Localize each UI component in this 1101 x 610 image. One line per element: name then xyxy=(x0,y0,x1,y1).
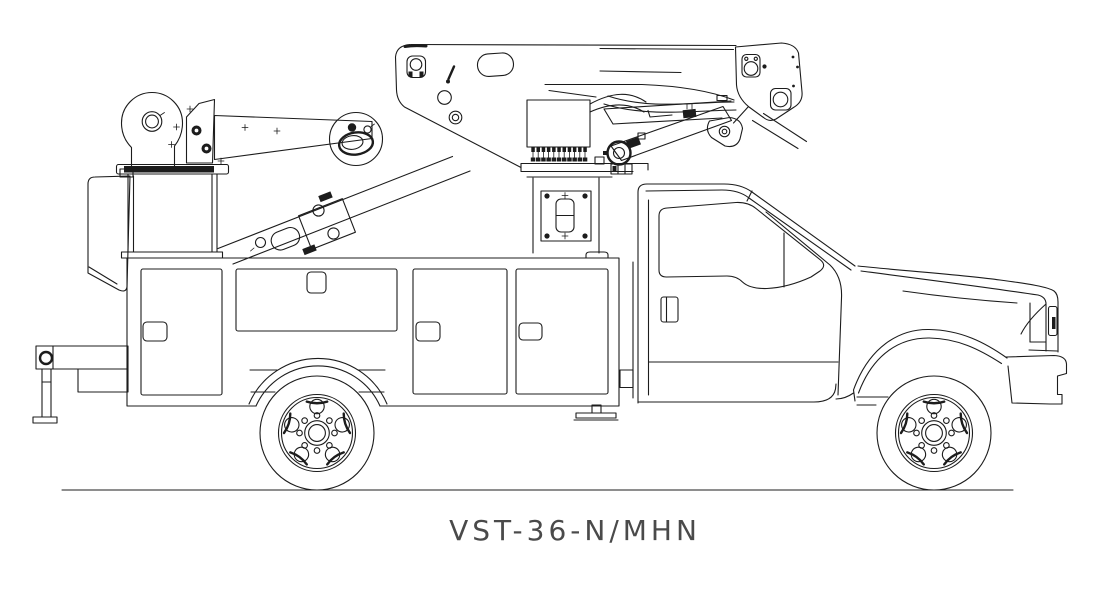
door-handle xyxy=(142,321,168,342)
headlight xyxy=(1047,305,1058,337)
beam-tick xyxy=(716,94,728,102)
frame-bracket xyxy=(619,369,634,389)
hood-crease xyxy=(902,290,1018,304)
outrigger-bracket xyxy=(35,345,129,370)
beam-slot xyxy=(476,52,515,78)
drip-rail xyxy=(645,189,852,271)
hood-fender-line xyxy=(860,270,1047,352)
winch-plate xyxy=(120,92,184,168)
boom-slot xyxy=(270,226,301,251)
center-mark xyxy=(561,192,569,240)
upper-boom xyxy=(394,42,803,169)
lower-boom xyxy=(603,95,808,162)
door-handle xyxy=(306,271,327,294)
model-label: VST-36-N/MHN xyxy=(449,514,701,547)
jib-winch-assembly xyxy=(120,92,384,168)
fender-crease-curve xyxy=(1020,303,1047,335)
pillar-seam xyxy=(746,190,753,202)
fittings-comb xyxy=(530,147,588,162)
winch-sheave xyxy=(141,111,163,132)
pedestal-shelf xyxy=(520,162,649,178)
leveling-link xyxy=(706,116,744,148)
front-frame-lines xyxy=(856,396,889,406)
rear-wheel xyxy=(258,374,376,492)
boom-hose-runs xyxy=(603,95,737,113)
tip-boom xyxy=(217,155,471,265)
cab-door-handle xyxy=(660,296,679,323)
body-step xyxy=(573,404,619,421)
bucket-tab xyxy=(119,168,134,178)
hood-front-end xyxy=(857,265,1068,405)
lift-cylinder xyxy=(610,105,733,162)
door-handle xyxy=(415,321,441,342)
jib-bracket xyxy=(173,98,225,165)
flange xyxy=(115,163,230,175)
rear-fender-outer-arc xyxy=(248,357,388,405)
bucket-fold xyxy=(88,266,118,285)
platform-bucket xyxy=(87,168,134,292)
jib-tip-roller xyxy=(328,111,384,167)
hood-top-line xyxy=(857,265,1059,353)
valve-box xyxy=(526,99,591,148)
grille xyxy=(1028,302,1058,352)
boom-base-plate xyxy=(394,43,522,169)
shackle-hole xyxy=(406,55,427,79)
front-fender xyxy=(835,328,1008,406)
elbow-hoses xyxy=(732,105,808,150)
junction-box xyxy=(610,163,633,175)
lock-pin xyxy=(447,65,456,81)
front-wheel xyxy=(875,374,993,492)
door-window xyxy=(658,201,825,290)
pedestal-base-pad xyxy=(585,251,609,259)
outrigger-leg xyxy=(41,368,52,418)
hook xyxy=(337,131,375,156)
door-handle xyxy=(518,322,543,341)
body-outline xyxy=(126,257,620,407)
outrigger-lower-bracket xyxy=(77,368,129,393)
rear-fender-inner-arc xyxy=(255,365,381,407)
upper-boom-beam xyxy=(410,43,737,101)
compartment-door xyxy=(140,268,223,396)
column-base xyxy=(120,251,224,259)
front-fender-outer-arc xyxy=(852,328,1008,391)
valve-hoses xyxy=(589,93,647,113)
rocker-panel xyxy=(637,383,837,403)
access-plate xyxy=(540,190,592,242)
valve-bank xyxy=(526,93,647,166)
compartment-door xyxy=(412,268,508,395)
elbow-plate xyxy=(734,42,803,121)
center-mark xyxy=(168,141,175,148)
outrigger-foot xyxy=(32,416,58,424)
door-seam xyxy=(765,211,843,396)
compartment-door xyxy=(235,268,398,332)
rear-fender xyxy=(248,357,388,407)
rotator-column xyxy=(115,163,230,259)
outrigger-pin xyxy=(38,350,54,366)
service-body xyxy=(126,257,634,421)
front-fender-edge xyxy=(835,389,856,402)
rear-outrigger xyxy=(32,345,129,424)
cab-outline xyxy=(637,183,856,404)
rear-frame-lines xyxy=(249,369,386,393)
front-bumper xyxy=(1005,354,1068,405)
headlight-inner xyxy=(1052,317,1056,329)
rotation-pedestal xyxy=(520,162,649,254)
boom-bracket xyxy=(298,191,356,256)
compartment-door xyxy=(515,268,609,395)
front-fender-inner-arc xyxy=(857,337,1003,394)
truck-cab xyxy=(585,183,856,404)
lower-boom-beam xyxy=(603,100,732,125)
hose-coil xyxy=(594,132,646,166)
